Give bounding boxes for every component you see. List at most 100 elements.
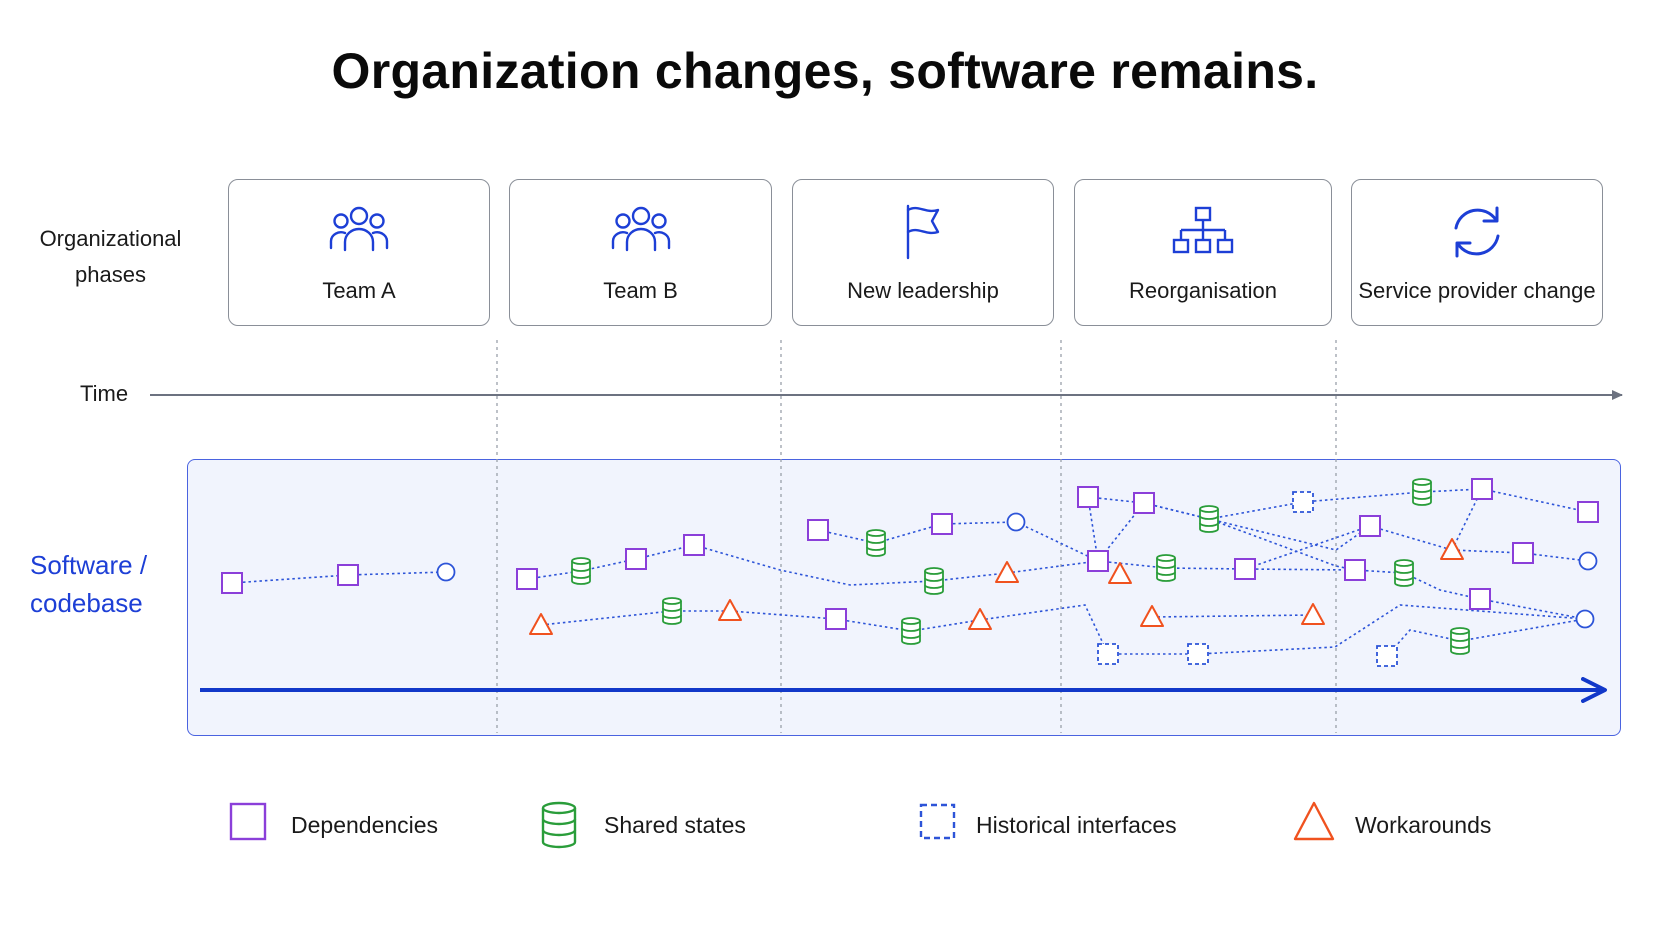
interface-endpoint-node: [436, 562, 456, 582]
connector-line: [1302, 491, 1423, 503]
legend-label: Dependencies: [291, 812, 439, 838]
shared-state-node: [571, 557, 591, 585]
dependency-node: [1577, 501, 1599, 523]
historical-interface-node: [1292, 491, 1314, 513]
phase-label-team-a: Team A: [322, 278, 396, 303]
phase-card-team-b: Team B: [509, 179, 772, 326]
phases-label-line-1: Organizational: [39, 226, 182, 251]
dependency-node: [825, 608, 847, 630]
dependency-node: [1469, 588, 1491, 610]
shared-state-node: [866, 529, 886, 557]
connector-line: [1244, 525, 1371, 570]
dependency-square-icon: [229, 802, 267, 841]
connector-line: [835, 618, 912, 632]
dashed-square-icon: [919, 803, 956, 840]
connector-line: [1087, 496, 1145, 504]
connector-line: [1459, 618, 1586, 642]
software-label-line-2: codebase: [30, 588, 143, 618]
phase-separators: [496, 340, 1337, 733]
phase-label-reorganisation: Reorganisation: [1129, 278, 1277, 303]
shared-state-node: [924, 567, 944, 595]
dependency-node: [1077, 486, 1099, 508]
diagram-nodes: [221, 478, 1599, 667]
refresh-icon: [1454, 206, 1500, 258]
connector-line: [1479, 598, 1586, 620]
phase-card-team-a: Team A: [228, 179, 490, 326]
connector-line: [1015, 521, 1099, 562]
historical-interface-node: [1187, 643, 1209, 665]
connector-line: [1481, 488, 1589, 513]
phase-card-reorganisation: Reorganisation: [1074, 179, 1332, 326]
shared-state-node: [1412, 478, 1432, 506]
legend-label: Historical interfaces: [976, 812, 1177, 838]
interface-endpoint-node: [1006, 512, 1026, 532]
connector-line: [1369, 525, 1453, 551]
workaround-node: [529, 613, 553, 635]
historical-interface-node: [1376, 645, 1398, 667]
connector-line: [979, 604, 1109, 655]
connector-line: [910, 619, 981, 632]
phase-label-new-leadership: New leadership: [847, 278, 999, 303]
workaround-node: [1108, 562, 1132, 584]
workaround-node: [1440, 538, 1464, 560]
phase-card-service-provider-change: Service provider change: [1351, 179, 1603, 326]
dependency-node: [1087, 550, 1109, 572]
shared-state-node: [662, 597, 682, 625]
connector-line: [933, 572, 1008, 582]
dependency-node: [625, 548, 647, 570]
connector-line: [580, 558, 637, 572]
connector-line: [1386, 629, 1461, 657]
shared-state-node: [901, 617, 921, 645]
workaround-node: [1301, 603, 1325, 625]
connector-line: [1451, 549, 1524, 554]
connector-line: [941, 521, 1017, 525]
legend-historical-interfaces: Historical interfaces: [918, 800, 1238, 850]
connector-line: [1006, 560, 1099, 574]
historical-interface-node: [1097, 643, 1119, 665]
connector-line: [540, 610, 673, 626]
connector-line: [1208, 518, 1356, 571]
workaround-node: [968, 608, 992, 630]
connector-line: [729, 610, 837, 620]
connector-line: [1097, 560, 1167, 569]
workaround-node: [995, 561, 1019, 583]
team-icon: [329, 206, 389, 252]
org-chart-icon: [1172, 206, 1234, 254]
shared-state-node: [1156, 554, 1176, 582]
connector-line: [1403, 572, 1481, 600]
shared-state-node: [1199, 505, 1219, 533]
connector-line: [1165, 567, 1246, 570]
dependency-node: [1359, 515, 1381, 537]
workaround-node: [1140, 605, 1164, 627]
interface-endpoint-node: [1578, 551, 1598, 571]
flag-icon: [906, 204, 940, 260]
connector-line: [347, 571, 447, 576]
legend-label: Workarounds: [1355, 812, 1492, 838]
legend-workarounds: Workarounds: [1292, 800, 1522, 850]
dependency-node: [337, 564, 359, 586]
connector-line: [1151, 614, 1314, 618]
connector-line: [1244, 568, 1356, 571]
dependency-node: [931, 513, 953, 535]
connector-line: [1208, 501, 1304, 520]
software-label-line-1: Software /: [30, 550, 148, 580]
legend-label: Shared states: [604, 812, 746, 838]
phase-card-new-leadership: New leadership: [792, 179, 1054, 326]
dependency-node: [683, 534, 705, 556]
shared-state-node: [1394, 559, 1414, 587]
dependency-node: [1344, 559, 1366, 581]
software-codebase-label: Software / codebase: [30, 546, 147, 622]
interface-endpoint-node: [1575, 609, 1595, 629]
connector-line: [693, 544, 935, 586]
dependency-node: [221, 572, 243, 594]
team-icon: [611, 206, 670, 252]
time-axis-label: Time: [80, 381, 129, 406]
database-icon: [541, 801, 577, 849]
dependency-node: [1133, 492, 1155, 514]
shared-state-node: [1450, 627, 1470, 655]
phases-label-line-2: phases: [75, 262, 146, 287]
dependency-node: [1512, 542, 1534, 564]
dependency-node: [1471, 478, 1493, 500]
phase-label-team-b: Team B: [603, 278, 678, 303]
